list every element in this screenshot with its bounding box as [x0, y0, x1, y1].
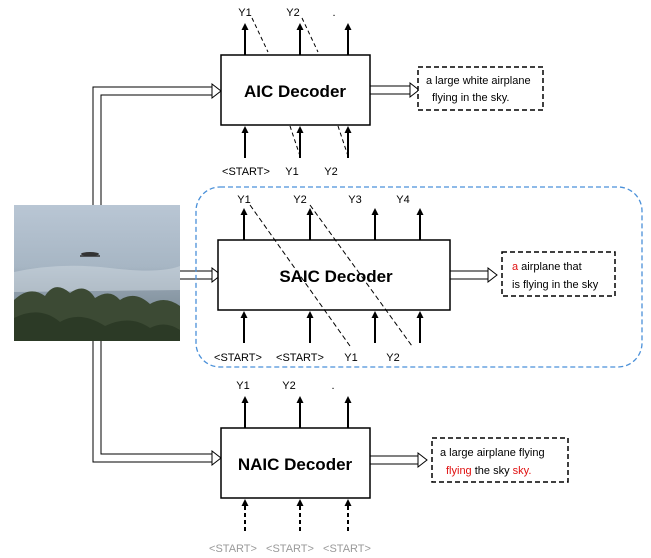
saic-decoder-title: SAIC Decoder	[279, 267, 393, 286]
naic-caption-box	[431, 437, 569, 483]
airplane-photo	[14, 205, 180, 341]
saic-section: SAIC Decoder Y1 Y2 Y3 Y4 <START> <START>…	[195, 186, 643, 368]
aic-output-label: .	[332, 7, 335, 19]
saic-output-label: Y2	[293, 194, 306, 206]
naic-caption-line: flying the sky sky.	[446, 465, 531, 477]
saic-output-label: Y1	[237, 194, 250, 206]
saic-decoder-box	[217, 239, 451, 311]
naic-caption-text: the sky	[472, 465, 513, 477]
saic-caption-line: a airplane that	[512, 261, 582, 273]
aic-section: AIC Decoder Y1 Y2 . <START> Y1 Y2 a larg…	[220, 7, 544, 178]
aic-decoder-title: AIC Decoder	[244, 82, 346, 101]
aic-output-label: Y2	[286, 7, 299, 19]
aic-input-label: Y2	[324, 166, 337, 178]
saic-input-label: <START>	[214, 352, 262, 364]
naic-caption-line: a large airplane flying	[440, 447, 545, 459]
naic-output-label: .	[331, 380, 334, 392]
aic-caption-line: a large white airplane	[426, 75, 531, 87]
naic-output-label: Y1	[236, 380, 249, 392]
saic-caption-text: airplane that	[518, 261, 582, 273]
naic-input-label: <START>	[209, 543, 257, 555]
aic-input-label: Y1	[285, 166, 298, 178]
saic-group-outline	[195, 186, 643, 368]
saic-output-label: Y4	[396, 194, 409, 206]
aic-decoder-box	[220, 54, 371, 126]
naic-decoder-title: NAIC Decoder	[238, 455, 353, 474]
aic-input-label: <START>	[222, 166, 270, 178]
saic-caption-highlight: a	[512, 261, 519, 273]
saic-output-label: Y3	[348, 194, 361, 206]
naic-caption-repeat-word: flying	[446, 465, 472, 477]
saic-input-label: <START>	[276, 352, 324, 364]
saic-caption-box	[501, 251, 616, 297]
aic-caption-box	[417, 66, 544, 111]
saic-input-label: Y1	[344, 352, 357, 364]
naic-output-label: Y2	[282, 380, 295, 392]
aic-caption-line: flying in the sky.	[432, 92, 509, 104]
naic-caption-repeat-word: sky.	[513, 465, 532, 477]
naic-input-label: <START>	[323, 543, 371, 555]
aic-output-label: Y1	[238, 7, 251, 19]
saic-caption-line: is flying in the sky	[512, 279, 599, 291]
naic-section: NAIC Decoder Y1 Y2 . <START> <START> <ST…	[209, 380, 569, 555]
naic-decoder-box	[220, 427, 371, 499]
saic-input-label: Y2	[386, 352, 399, 364]
airplane-icon	[80, 252, 100, 257]
naic-input-label: <START>	[266, 543, 314, 555]
